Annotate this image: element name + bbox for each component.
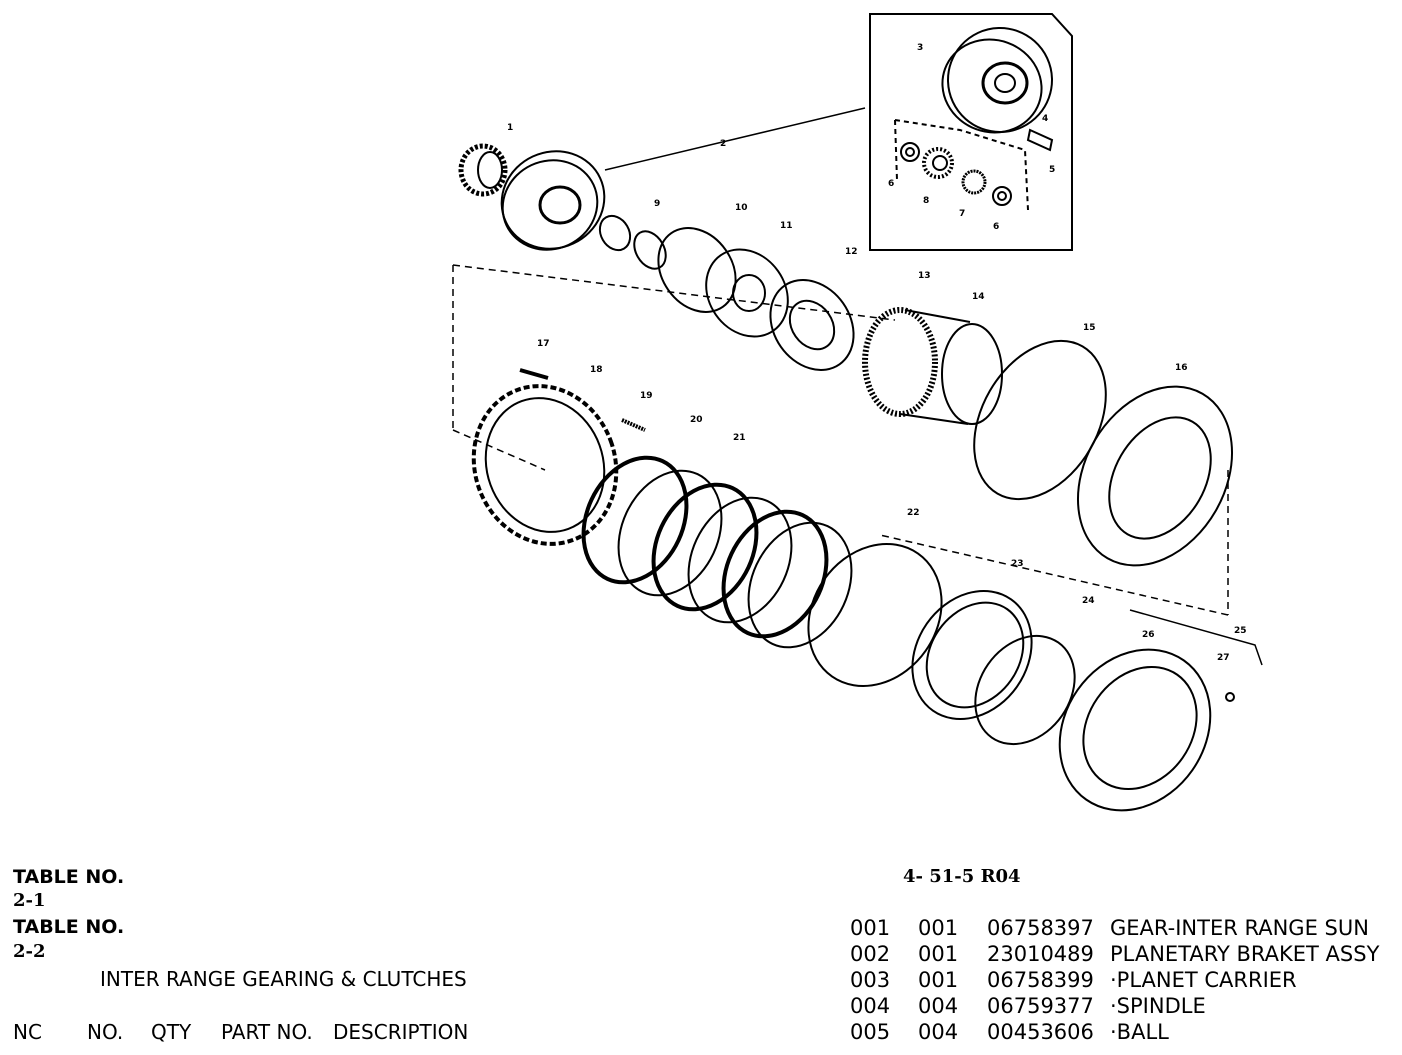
- callout-2: 2: [720, 139, 726, 149]
- part-12-plate: [769, 279, 855, 371]
- callout-5: 5: [1049, 165, 1055, 175]
- callout-25: 25: [1234, 626, 1247, 636]
- column-header-part-no: PART NO.: [221, 1020, 313, 1044]
- callout-4: 4: [1042, 114, 1048, 124]
- callout-9: 9: [654, 199, 660, 209]
- cell-description: ·PLANET CARRIER: [1110, 968, 1297, 992]
- callout-23: 23: [1011, 559, 1024, 569]
- cell-part-no: 06759377: [987, 994, 1094, 1018]
- callout-11: 11: [780, 221, 793, 231]
- part-15-ring: [973, 339, 1107, 501]
- cell-part-no: 06758399: [987, 968, 1094, 992]
- part-27-plug: [1225, 692, 1235, 702]
- callout-20: 20: [690, 415, 703, 425]
- callout-16: 16: [1175, 363, 1188, 373]
- part-16-housing: [1076, 385, 1234, 567]
- part-10-ring: [657, 227, 737, 313]
- callout-3: 3: [917, 43, 923, 53]
- cell-description: ·BALL: [1110, 1020, 1169, 1044]
- callout-12: 12: [845, 247, 858, 257]
- column-header-description: DESCRIPTION: [333, 1020, 469, 1044]
- callout-19: 19: [640, 391, 653, 401]
- part-6-washer-b: [992, 186, 1012, 206]
- part-6-washer-a: [900, 142, 920, 162]
- column-header-qty: QTY: [151, 1020, 192, 1044]
- part-17-pin: [519, 368, 549, 380]
- table-no-label-2: TABLE NO.: [13, 916, 125, 938]
- part-24-ring: [974, 634, 1076, 746]
- part-7-bearing: [961, 169, 987, 195]
- part-26-housing: [1058, 648, 1212, 812]
- cell-part-no: 06758397: [987, 916, 1094, 940]
- cell-description: GEAR-INTER RANGE SUN: [1110, 916, 1369, 940]
- callout-6: 6: [888, 179, 894, 189]
- cell-description: PLANETARY BRAKET ASSY: [1110, 942, 1380, 966]
- cell-qty: 004: [918, 994, 959, 1018]
- callout-10: 10: [735, 203, 748, 213]
- callout-18: 18: [590, 365, 603, 375]
- column-header-no: NO.: [87, 1020, 124, 1044]
- callout-1: 1: [507, 123, 513, 133]
- cell-nc: 005: [850, 1020, 891, 1044]
- callout-7: 7: [959, 209, 965, 219]
- callout-24: 24: [1082, 596, 1095, 606]
- cell-nc: 001: [850, 916, 891, 940]
- callout-17: 17: [537, 339, 550, 349]
- cell-qty: 001: [918, 942, 959, 966]
- cell-part-no: 00453606: [987, 1020, 1094, 1044]
- table-no-label-1: TABLE NO.: [13, 866, 125, 888]
- callout-15: 15: [1083, 323, 1096, 333]
- callout-8: 8: [923, 196, 929, 206]
- callout-13: 13: [918, 271, 931, 281]
- callout-26: 26: [1142, 630, 1155, 640]
- page-ref: 4- 51-5 R04: [903, 866, 1021, 887]
- table-no-value-2: 2-2: [13, 941, 46, 962]
- cell-part-no: 23010489: [987, 942, 1094, 966]
- part-2-planetary-bracket: [500, 150, 606, 251]
- cell-nc: 002: [850, 942, 891, 966]
- part-9-seals: [598, 214, 667, 270]
- callout-6: 6: [993, 222, 999, 232]
- cell-qty: 004: [918, 1020, 959, 1044]
- callout-27: 27: [1217, 653, 1230, 663]
- callout-21: 21: [733, 433, 746, 443]
- exploded-parts-diagram: 1 2 3 4 5 6 8 7 6 9 10 11 12 13 14 15 16…: [452, 13, 1263, 812]
- inset-frame: [869, 13, 1073, 251]
- part-19-spring: [621, 418, 646, 432]
- cell-nc: 004: [850, 994, 891, 1018]
- cell-qty: 001: [918, 916, 959, 940]
- part-23-piston: [911, 589, 1033, 721]
- callout-22: 22: [907, 508, 920, 518]
- part-3-planet-carrier: [941, 27, 1053, 134]
- part-22-ring: [807, 543, 943, 687]
- table-no-value-1: 2-1: [13, 890, 46, 911]
- cell-nc: 003: [850, 968, 891, 992]
- part-18-housing-ring: [471, 384, 619, 546]
- column-header-nc: NC: [13, 1020, 42, 1044]
- part-11-plate: [705, 248, 789, 338]
- part-8-gear: [922, 147, 954, 179]
- part-1-sun-gear: [458, 143, 508, 197]
- callout-14: 14: [972, 292, 985, 302]
- cell-qty: 001: [918, 968, 959, 992]
- section-title: INTER RANGE GEARING & CLUTCHES: [100, 967, 467, 991]
- part-14-ring-gear: [862, 307, 1003, 425]
- cell-description: ·SPINDLE: [1110, 994, 1206, 1018]
- callout-labels: 1 2 3 4 5 6 8 7 6 9 10 11 12 13 14 15 16…: [507, 43, 1247, 663]
- part-20-21-clutch-pack: [581, 455, 853, 649]
- part-4-spindle: [1026, 128, 1054, 152]
